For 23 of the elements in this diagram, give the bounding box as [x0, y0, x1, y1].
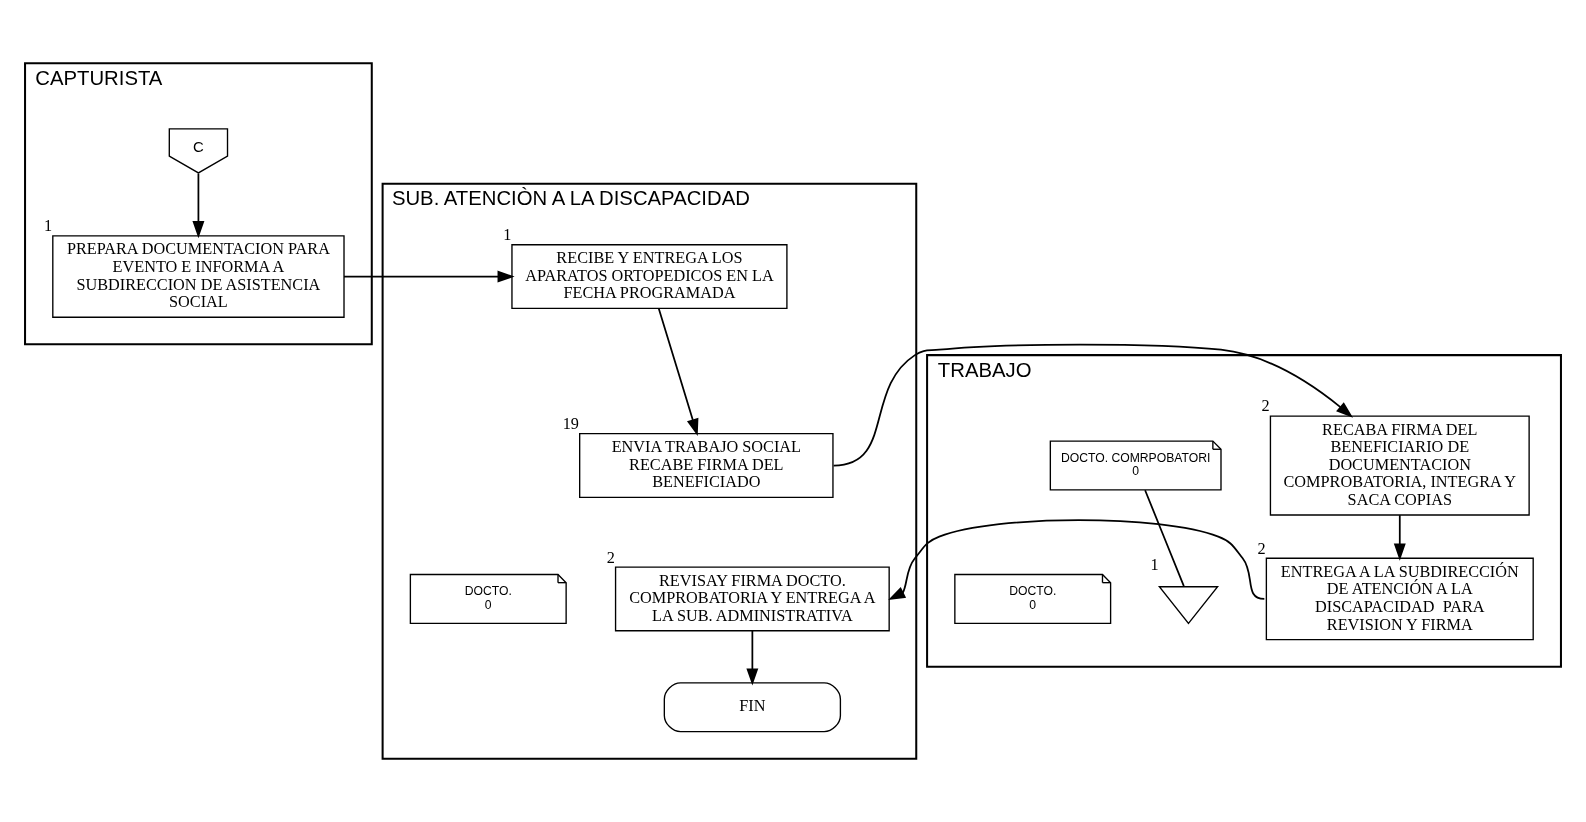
node-label: 1 [1150, 555, 1159, 574]
node-label: 2 [1257, 539, 1266, 558]
node-box: FIN [663, 682, 842, 733]
connector [1144, 489, 1185, 587]
node-box: RECIBE Y ENTREGA LOS APARATOS ORTOPEDICOS EN LA FECHA PROGRAMADA [511, 244, 788, 310]
node-label: 19 [562, 415, 579, 434]
node-label: 2 [1261, 397, 1270, 416]
node-triangle [1157, 586, 1219, 625]
arrow [192, 172, 205, 239]
arrow [746, 629, 759, 686]
node-label: 2 [606, 548, 615, 567]
node-box: PREPARA DOCUMENTACION PARA EVENTO E INFORMA A SUBDIRECCION DE ASISTENCIA SOCIAL [52, 235, 345, 318]
node-box: ENTREGA A LA SUBDIRECCIÓN DE ATENCIÓN A LA DISCAPACIDAD PARA REVISION Y FIRMA [1265, 557, 1534, 641]
node-box: REVISAY FIRMA DOCTO. COMPROBATORIA Y ENTREGA A LA SUB. ADMINISTRATIVA [614, 566, 890, 632]
arrow [657, 307, 699, 436]
node-box: RECABA FIRMA DEL BENEFICIARIO DE DOCUMENTACION COMPROBATORIA, INTEGRA Y SACA COPIAS [1269, 415, 1530, 516]
arrow [888, 519, 1266, 601]
node-box: ENVIA TRABAJO SOCIAL RECABE FIRMA DEL BENEFICIADO [579, 433, 834, 498]
node-label: 1 [503, 226, 512, 245]
arrow [832, 343, 1354, 467]
arrow [343, 270, 515, 283]
arrow [1393, 514, 1406, 561]
node-label: 1 [44, 217, 53, 236]
